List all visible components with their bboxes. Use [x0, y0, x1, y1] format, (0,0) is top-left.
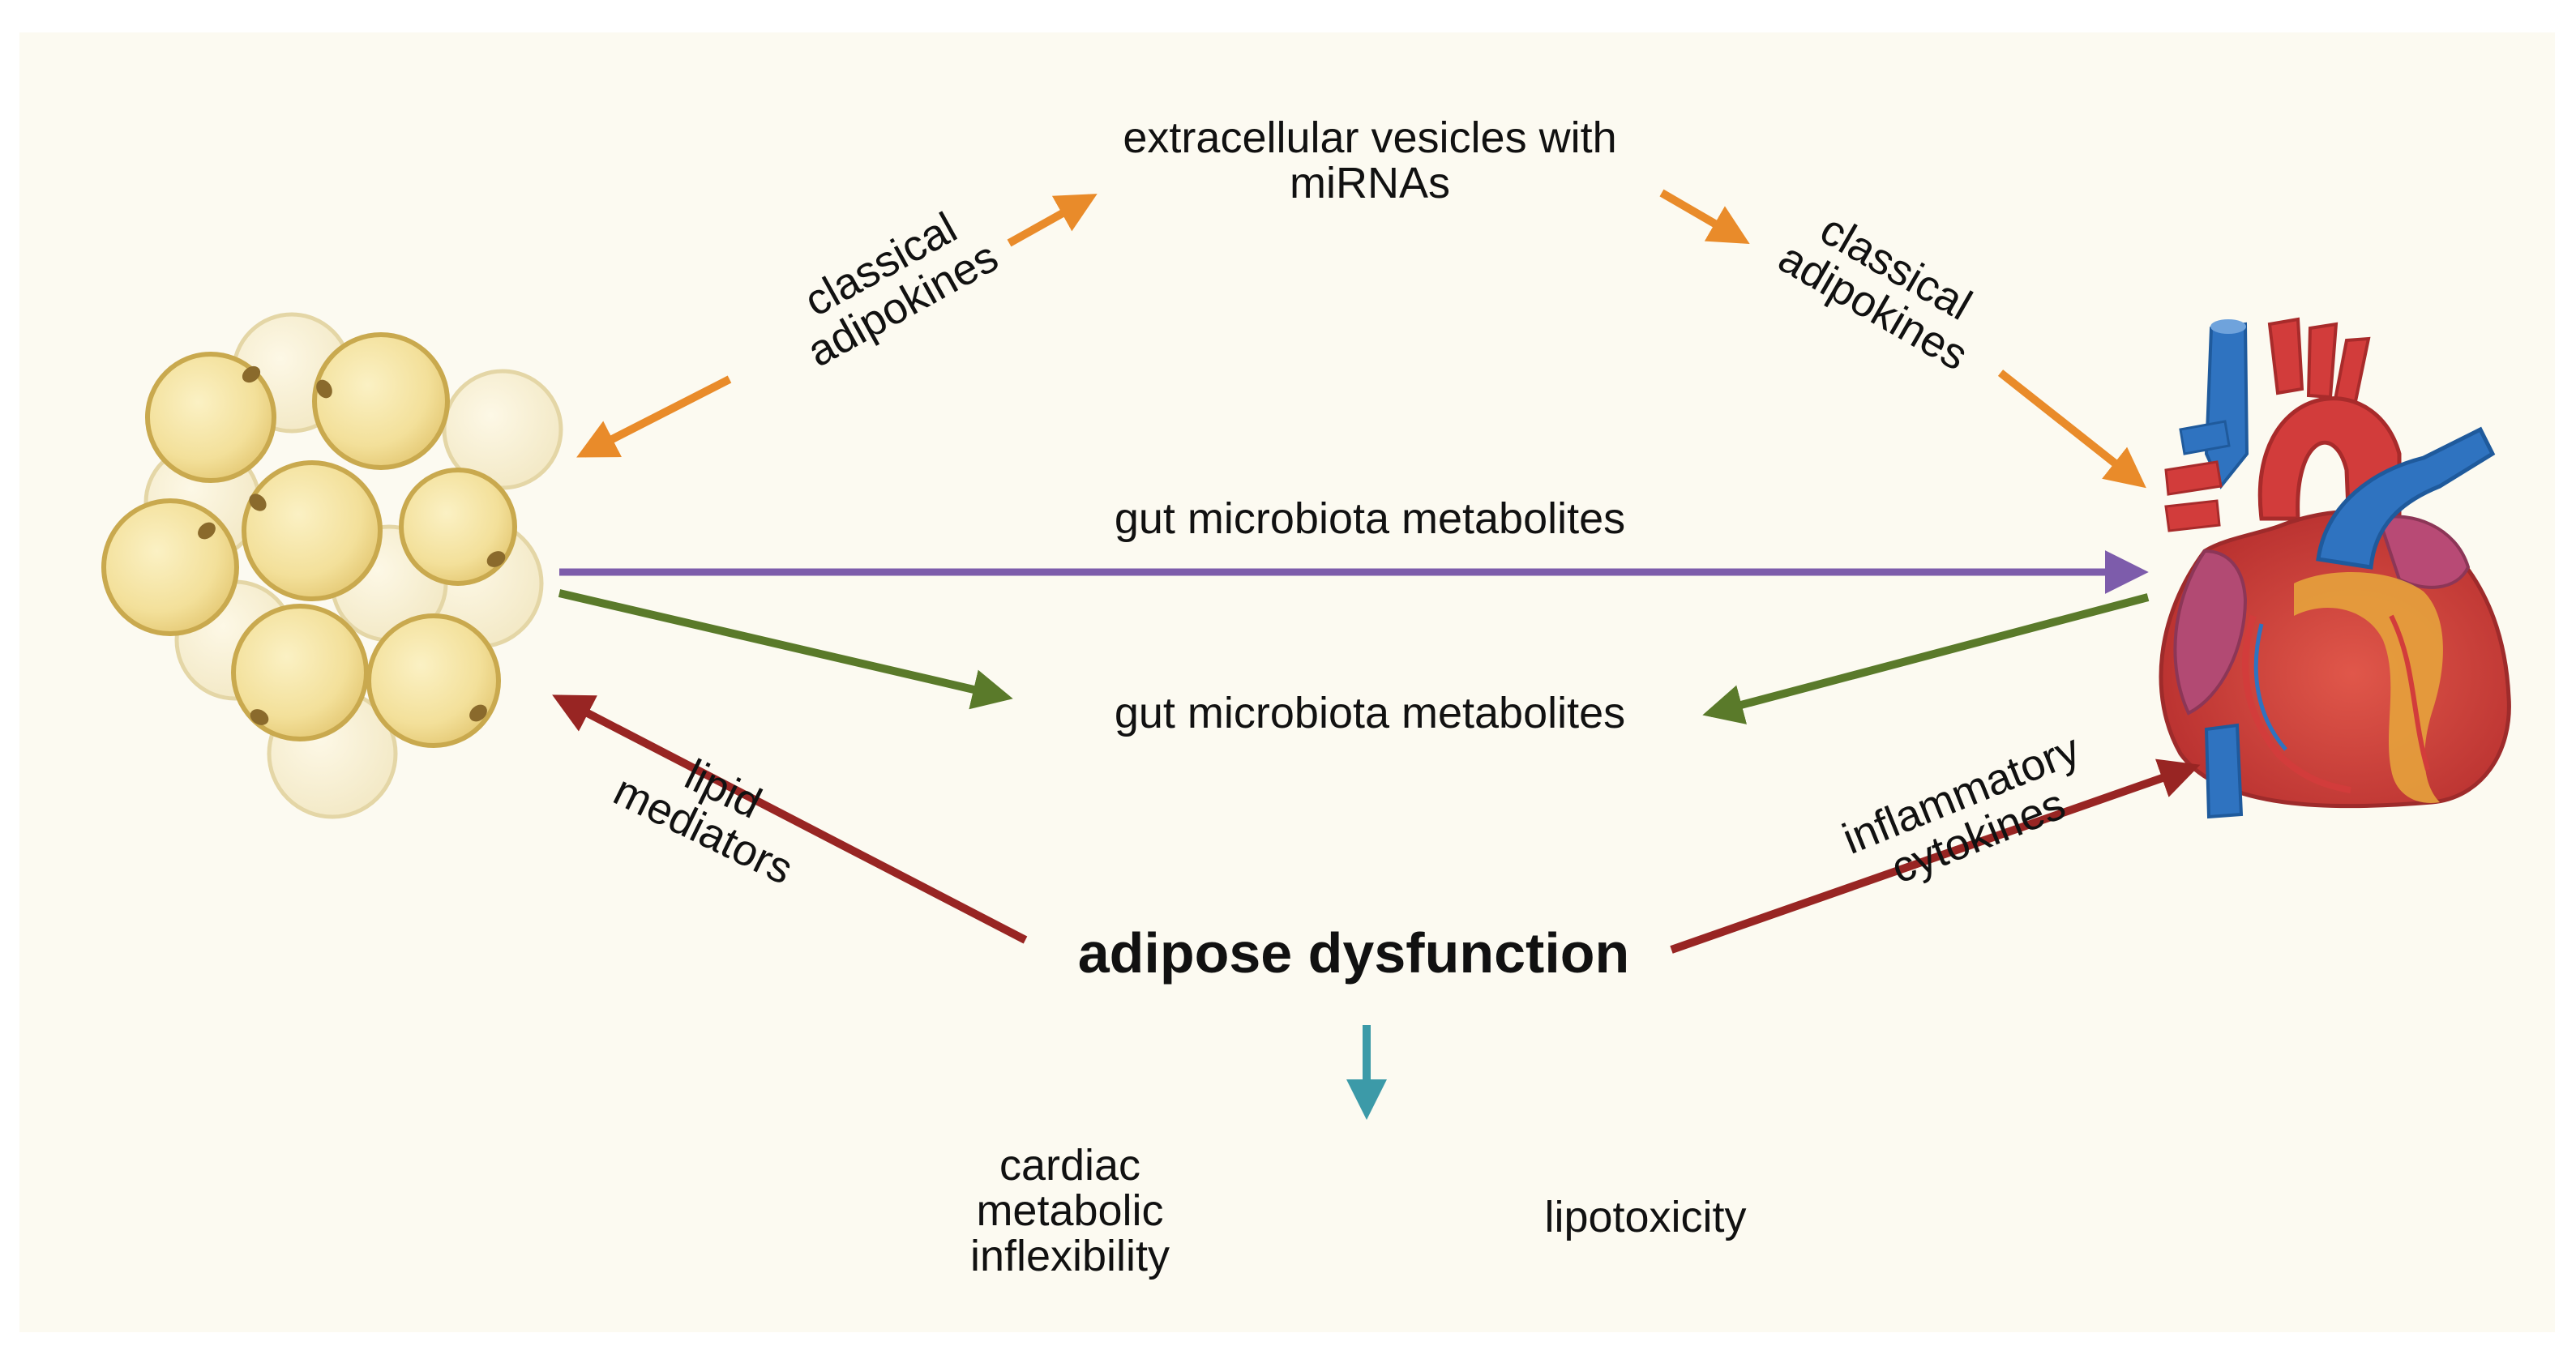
pulmonary-vein-icon [2164, 499, 2221, 532]
fat-cell [242, 460, 383, 601]
arrow-ev-to-adipose [576, 375, 732, 458]
arrow-heart-to-gut [1702, 593, 2150, 724]
cardiac-line1: cardiac [999, 1141, 1141, 1190]
left-atrium-icon [2377, 515, 2471, 589]
arrow-adipose-to-ev [1007, 194, 1098, 247]
arrow-dysfunction-to-heart [1670, 758, 2201, 954]
fat-cell [366, 613, 501, 748]
cardiac-line3: inflexibility [969, 1232, 1170, 1280]
aorta-branch-icon [2332, 336, 2371, 408]
arrow-adipose-to-gut [558, 589, 1013, 710]
coronary-vein-icon [2253, 623, 2287, 751]
adipose-dysfunction-label: adipose dysfunction [1077, 921, 1630, 985]
lipotoxicity-label: lipotoxicity [1544, 1193, 1747, 1241]
pulmonary-trunk-icon [2316, 426, 2496, 570]
coronary-artery-icon [2242, 614, 2351, 793]
right-atrium-icon [2173, 549, 2248, 716]
ev-label-line2: miRNAs [1290, 159, 1450, 207]
aorta-branch-icon [2267, 317, 2304, 395]
fat-cell [312, 332, 450, 470]
arrow-dysfunction-to-adipose [552, 694, 1028, 944]
cardiac-line2: metabolic [976, 1186, 1164, 1235]
cardiac-inflexibility-label: cardiac metabolic inflexibility [892, 1143, 1248, 1279]
fat-cell [145, 352, 276, 483]
fat-cell [399, 468, 517, 586]
fat-cell [101, 498, 239, 636]
heart-icon [2159, 317, 2511, 819]
pulmonary-artery-icon [2179, 420, 2231, 455]
inferior-vena-cava-icon [2204, 723, 2244, 819]
coronary-fat-icon [2294, 572, 2443, 803]
pulmonary-vein-icon [2164, 460, 2223, 496]
coronary-artery-icon [2389, 614, 2430, 771]
aorta-branch-icon [2306, 322, 2339, 400]
arrow-adipokines-to-heart [1997, 370, 2146, 489]
ev-label-line1: extracellular vesicles with [1123, 113, 1617, 162]
adipocyte-cluster-icon [101, 312, 563, 819]
arrow-ev-to-heart-top [1659, 189, 1750, 245]
fat-cell [231, 604, 369, 741]
gut-metabolites-mid-label: gut microbiota metabolites [1114, 689, 1626, 737]
gut-metabolites-top-label: gut microbiota metabolites [1114, 494, 1626, 543]
ev-label: extracellular vesicles with miRNAs [1046, 115, 1694, 206]
